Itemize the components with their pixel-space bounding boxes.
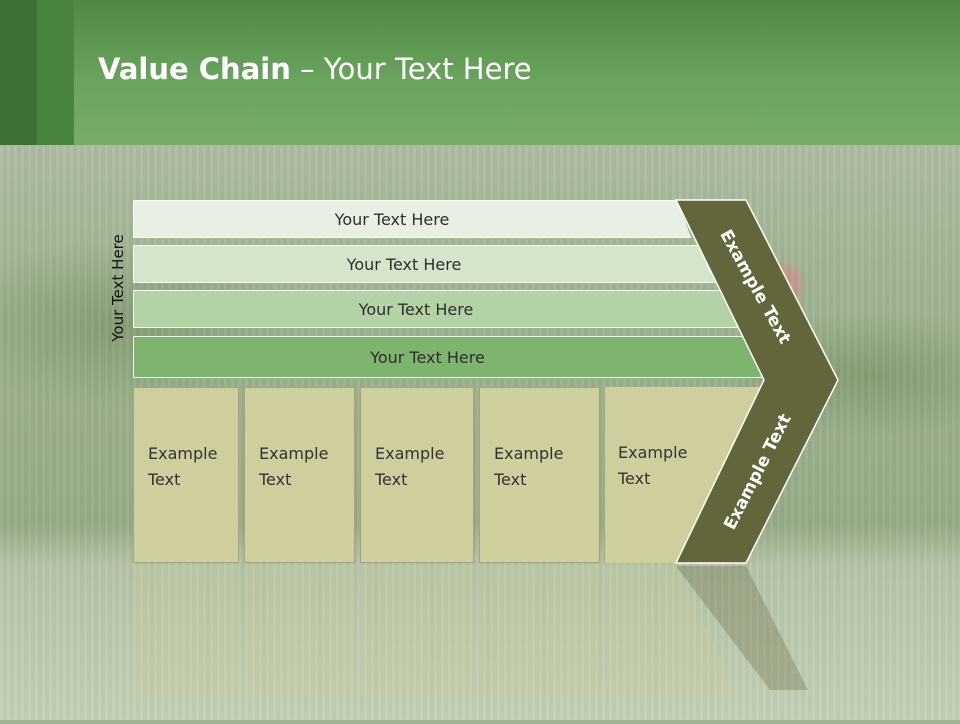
slide-title: Value Chain – Your Text Here — [98, 52, 532, 86]
strip-label: Your Text Here — [370, 347, 485, 367]
strip-label: Your Text Here — [334, 209, 450, 229]
reflection-shapes — [133, 565, 738, 695]
box-label-line2: Text — [259, 470, 292, 489]
strip-label: Your Text Here — [358, 299, 474, 319]
box-label-line2: Text — [494, 470, 527, 489]
reflection-box — [133, 565, 239, 695]
reflection-box — [479, 565, 600, 695]
box-label-line1: Example — [618, 443, 688, 462]
box-label-line2: Text — [375, 470, 408, 489]
header-accent-bar — [37, 0, 74, 145]
slide-title-rest: – Your Text Here — [290, 52, 532, 86]
reflection-box — [360, 565, 474, 695]
margin-chevron-reflection — [676, 566, 808, 690]
reflection-box — [244, 565, 355, 695]
box-label-line1: Example — [375, 444, 445, 463]
margin-chevron-shape — [674, 199, 839, 564]
box-label-line1: Example — [494, 444, 564, 463]
box-label-line2: Text — [148, 470, 181, 489]
reflection-box — [604, 565, 738, 695]
header-accent-bar — [0, 0, 37, 145]
support-activity-strip-3: Your Text Here — [133, 290, 739, 328]
box-label-line2: Text — [618, 469, 651, 488]
slide-header: Value Chain – Your Text Here — [0, 0, 960, 145]
diagram-reflection — [0, 565, 960, 720]
strip-label: Your Text Here — [346, 254, 462, 274]
support-activity-strip-2: Your Text Here — [133, 245, 715, 283]
support-activity-strip-1: Your Text Here — [133, 200, 691, 238]
box-label-line1: Example — [259, 444, 329, 463]
slide-title-bold: Value Chain — [98, 52, 291, 86]
box-label-line1: Example — [148, 444, 218, 463]
support-activity-strip-4: Your Text Here — [133, 336, 762, 378]
